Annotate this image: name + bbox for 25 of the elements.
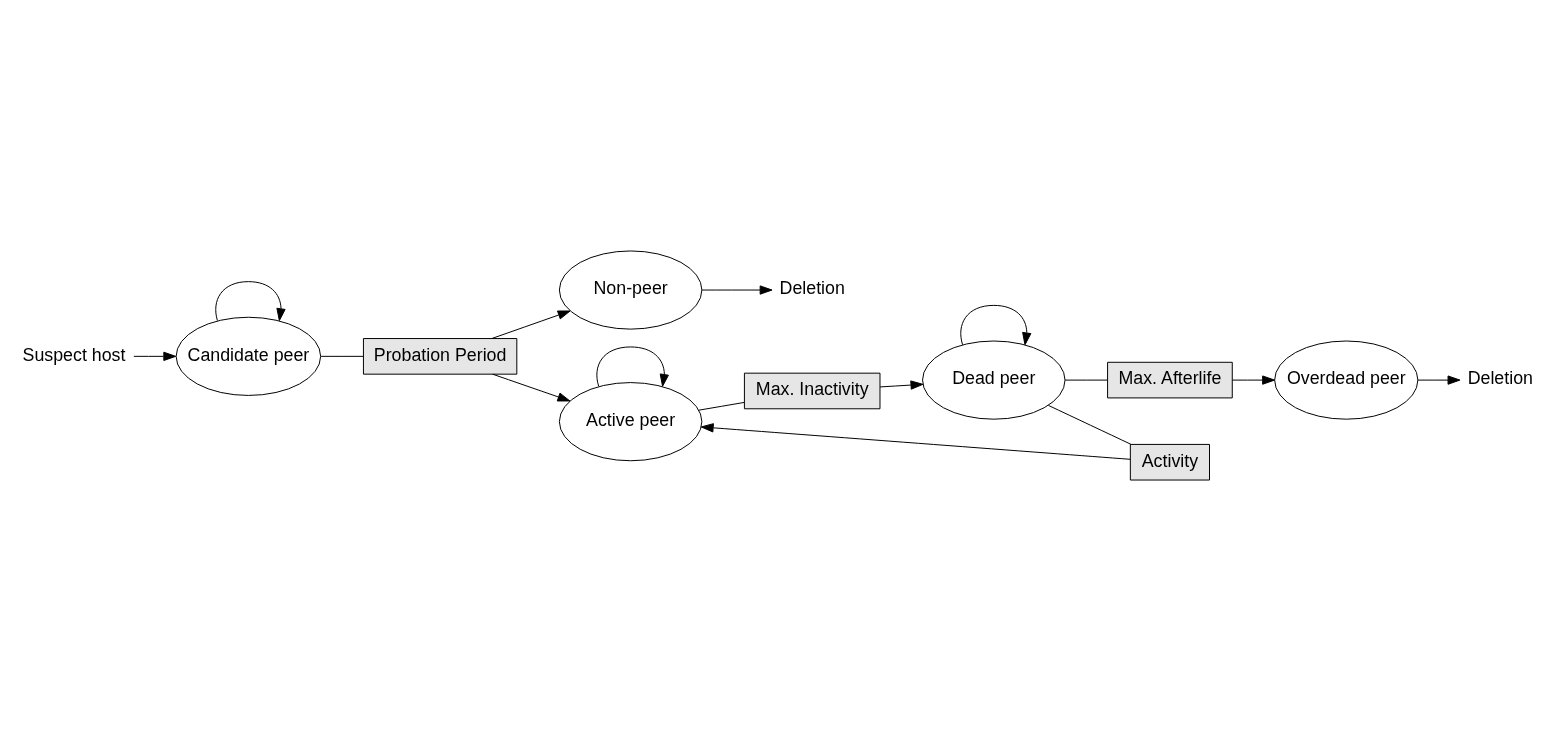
arrow [701, 284, 773, 295]
arrow [1417, 374, 1461, 385]
arrow [596, 345, 669, 387]
arrow [133, 351, 177, 361]
connector [698, 401, 745, 411]
arrow [1231, 374, 1276, 385]
arrow [492, 373, 571, 401]
node-text: Deletion [1467, 367, 1533, 388]
connector [320, 355, 364, 357]
node-box: Activity [1129, 443, 1210, 481]
arrow [879, 379, 924, 390]
arrow [960, 304, 1032, 345]
arrow [215, 280, 286, 321]
connector [1047, 404, 1132, 445]
node-box: Max. Afterlife [1107, 361, 1233, 398]
node-ellipse: Overdead peer [1274, 340, 1419, 420]
node-text: Deletion [779, 277, 845, 298]
node-box: Max. Inactivity [743, 372, 881, 409]
node-ellipse: Dead peer [922, 340, 1066, 420]
node-text: Suspect host [22, 344, 126, 365]
arrow [491, 310, 571, 339]
node-box: Probation Period [362, 337, 518, 375]
connector [1064, 379, 1108, 381]
arrow [700, 422, 1131, 460]
node-ellipse: Candidate peer [175, 316, 322, 396]
